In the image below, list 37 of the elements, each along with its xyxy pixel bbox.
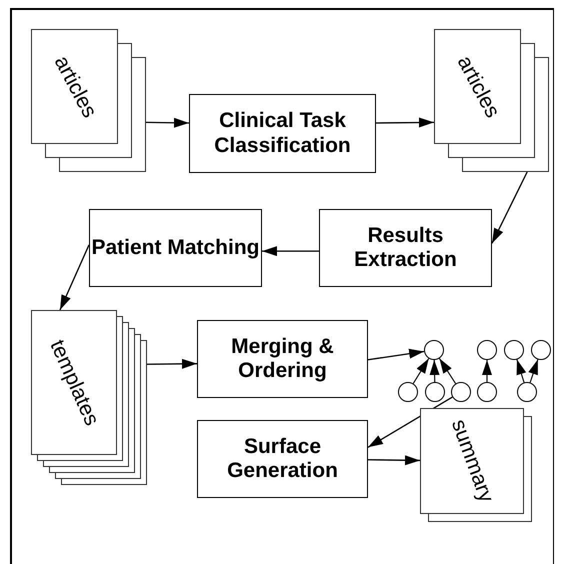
graph-node — [425, 382, 445, 402]
graph-node — [531, 340, 551, 360]
graph-node — [477, 340, 497, 360]
process-label: Merging & Ordering — [230, 334, 335, 384]
process-box — [197, 320, 368, 398]
graph-node — [398, 382, 418, 402]
document-stack — [31, 29, 146, 172]
graph-node — [477, 382, 497, 402]
document-stack — [420, 408, 532, 522]
arrow — [430, 360, 440, 382]
arrow — [376, 118, 434, 128]
process-label: Surface Generation — [226, 434, 339, 484]
arrow — [516, 359, 526, 383]
document-stack — [434, 29, 549, 172]
arrow — [528, 359, 538, 383]
arrow — [147, 358, 197, 369]
arrow — [59, 244, 90, 310]
document-stack — [31, 310, 147, 485]
arrow — [491, 172, 528, 244]
arrow — [368, 348, 424, 360]
process-box — [189, 94, 376, 173]
arrow — [368, 455, 420, 466]
arrow — [412, 358, 430, 384]
process-label: Clinical Task Classification — [213, 109, 352, 158]
process-box — [319, 209, 492, 287]
graph-node — [517, 382, 537, 402]
process-box — [197, 420, 368, 498]
arrow — [146, 118, 190, 128]
process-box — [89, 209, 262, 287]
process-label: Results Extraction — [353, 224, 458, 272]
arrow — [482, 360, 492, 382]
arrow — [438, 358, 456, 384]
arrow — [262, 246, 319, 256]
process-label: Patient Matching — [91, 236, 260, 260]
graph-node — [504, 340, 524, 360]
graph-node — [424, 340, 444, 360]
graph-node — [451, 382, 471, 402]
